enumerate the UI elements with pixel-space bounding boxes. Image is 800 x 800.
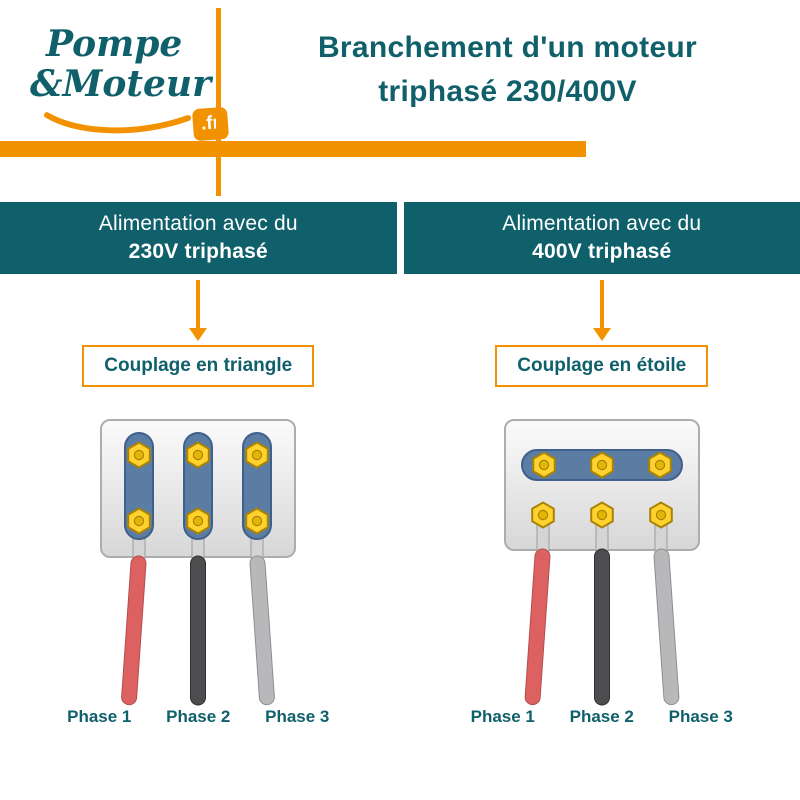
logo-moteur-text: &Moteur: [30, 63, 212, 105]
hex-nut: [245, 441, 270, 469]
hex-nut: [531, 451, 556, 479]
column-400v-etoile: Alimentation avec du 400V triphasé Coupl…: [403, 202, 800, 727]
wire-phase3: [653, 548, 680, 706]
logo: Pompe &Moteur .fr: [30, 23, 230, 142]
arrow-head: [189, 328, 208, 341]
phase-labels: Phase 1 Phase 2 Phase 3: [468, 707, 736, 727]
hex-nut: [245, 507, 270, 535]
wire-phase2: [593, 548, 610, 706]
coupling-label-triangle: Couplage en triangle: [82, 345, 315, 387]
header-line1: Alimentation avec du: [502, 212, 702, 235]
coupling-label-text: Couplage en étoile: [517, 355, 687, 376]
page-title: Branchement d'un moteur triphasé 230/400…: [235, 26, 780, 114]
wire-phase1: [121, 555, 147, 706]
column-header-230v: Alimentation avec du 230V triphasé: [0, 202, 397, 274]
hex-nut: [127, 507, 152, 535]
wire-phase3: [249, 555, 276, 706]
down-arrow-icon: [189, 280, 208, 341]
wire-phase1: [524, 548, 551, 706]
orange-vertical-divider: [216, 8, 221, 196]
terminal-block-triangle-illustration: [100, 419, 297, 706]
down-arrow-icon: [592, 280, 611, 341]
page-title-line2: triphasé 230/400V: [378, 75, 637, 108]
phase3-label: Phase 3: [668, 707, 733, 726]
hex-nut: [647, 451, 672, 479]
hex-nut: [589, 451, 614, 479]
page-title-line1: Branchement d'un moteur: [317, 31, 698, 64]
arrow-shaft: [196, 280, 201, 328]
terminal-block-etoile-illustration: [503, 419, 700, 706]
phase2-label: Phase 2: [166, 707, 231, 726]
header-line2: 230V triphasé: [128, 240, 268, 263]
hex-nut: [530, 501, 555, 529]
phase2-label: Phase 2: [569, 707, 634, 726]
hex-nut: [186, 507, 211, 535]
wire-phase2: [190, 555, 207, 706]
orange-horizontal-bar: [0, 141, 586, 157]
phase3-label: Phase 3: [265, 707, 330, 726]
phase-labels: Phase 1 Phase 2 Phase 3: [64, 707, 332, 727]
hex-nut: [648, 501, 673, 529]
coupling-label-text: Couplage en triangle: [104, 355, 293, 376]
logo-pompe-text: Pompe: [46, 23, 183, 65]
arrow-head: [592, 328, 611, 341]
coupling-label-etoile: Couplage en étoile: [495, 345, 709, 387]
hex-nut: [186, 441, 211, 469]
logo-fr-badge: .fr: [191, 106, 230, 142]
column-header-400v: Alimentation avec du 400V triphasé: [403, 202, 800, 274]
arrow-shaft: [599, 280, 604, 328]
header-line2: 400V triphasé: [532, 240, 672, 263]
hex-nut: [589, 501, 614, 529]
phase1-label: Phase 1: [67, 707, 132, 726]
column-230v-triangle: Alimentation avec du 230V triphasé Coupl…: [0, 202, 397, 727]
logo-swoosh-icon: [44, 112, 192, 134]
hex-nut: [127, 441, 152, 469]
phase1-label: Phase 1: [470, 707, 535, 726]
header-line1: Alimentation avec du: [98, 212, 298, 235]
columns: Alimentation avec du 230V triphasé Coupl…: [0, 202, 800, 727]
